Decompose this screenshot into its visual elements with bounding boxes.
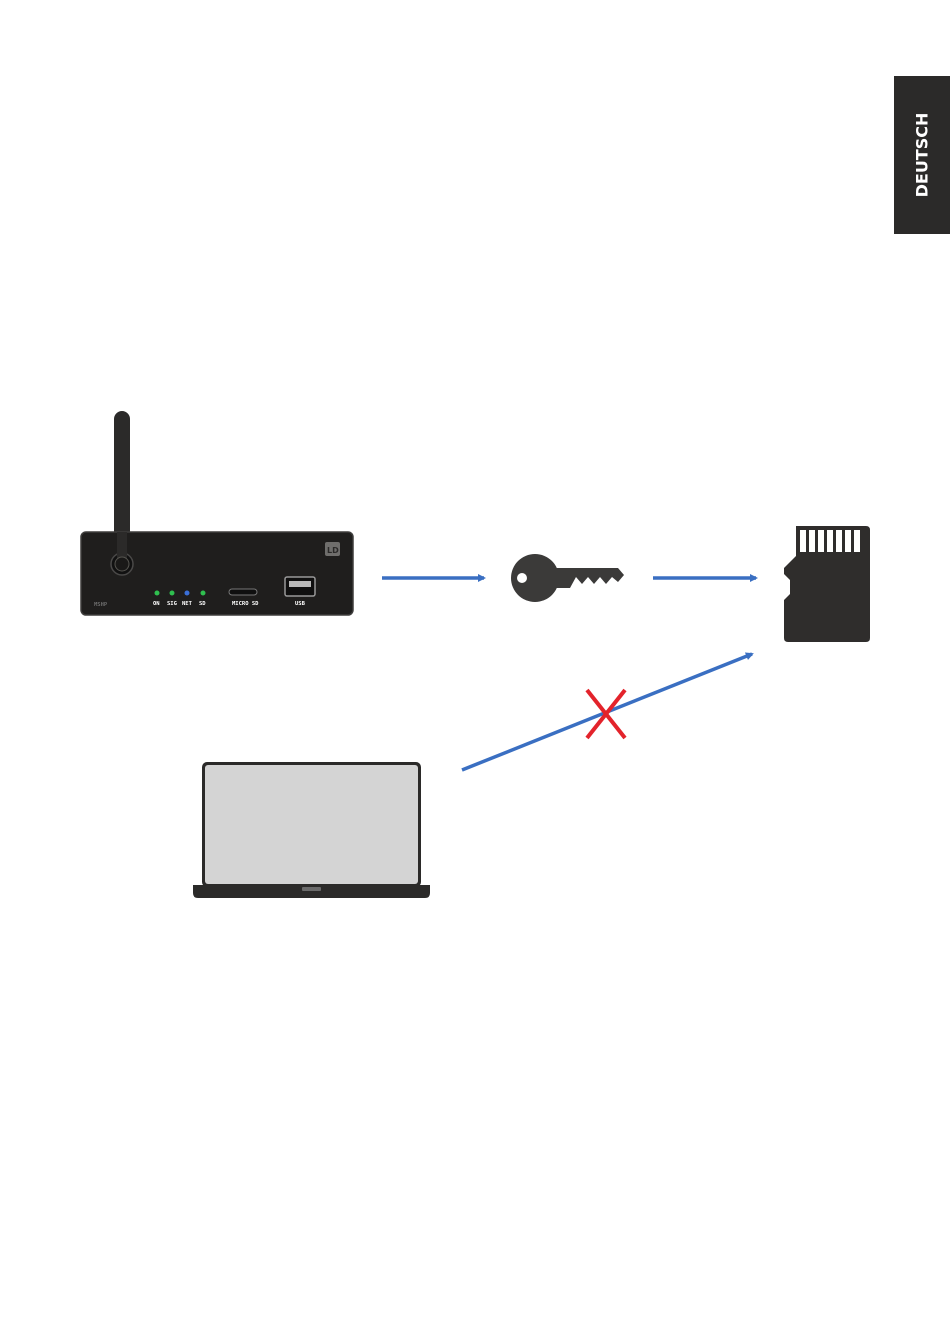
- laptop-icon: [193, 762, 430, 898]
- blocked-x-icon: [587, 690, 625, 738]
- led-label-sig: SIG: [167, 601, 178, 607]
- led-sig: [170, 591, 175, 596]
- micro-sd-card-icon: [784, 526, 870, 642]
- key-icon: [511, 554, 624, 602]
- led-sd: [201, 591, 206, 596]
- device-model-label: MSHP: [94, 602, 108, 608]
- brand-badge: LD: [325, 542, 340, 556]
- led-label-on: ON: [153, 601, 160, 607]
- laptop-screen: [205, 765, 418, 884]
- laptop-base: [193, 885, 430, 898]
- led-net: [185, 591, 190, 596]
- svg-text:LD: LD: [327, 546, 339, 555]
- led-label-net: NET: [182, 601, 193, 607]
- micro-sd-label: MICRO SD: [232, 601, 259, 607]
- usb-label: USB: [295, 601, 306, 607]
- device-illustration: MSHP LD ON SIG NET SD MICRO SD: [81, 411, 353, 615]
- led-label-sd: SD: [199, 601, 206, 607]
- led-on: [155, 591, 160, 596]
